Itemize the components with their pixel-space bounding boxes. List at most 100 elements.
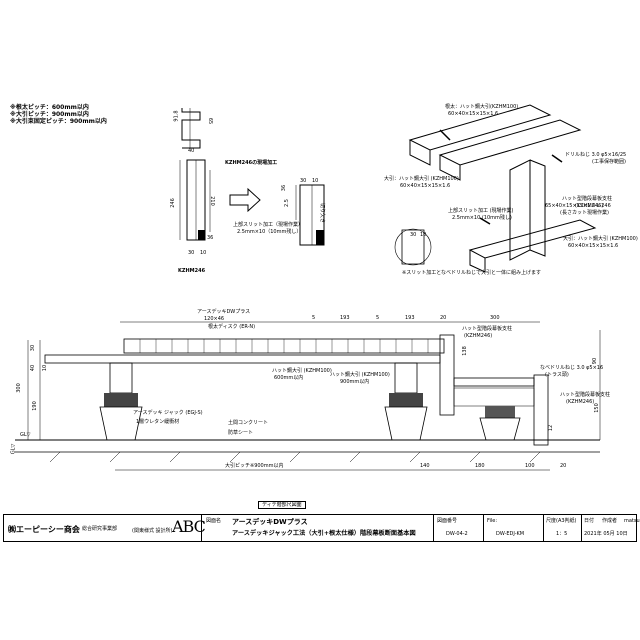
hat-spec2: (KZHM246) <box>566 399 595 405</box>
cut-label: 切り欠き <box>319 202 326 224</box>
jack-label: アースデッキ ジャック (EGJ-S) <box>133 410 203 416</box>
iso-bottom-label: 大引：ハット鋼大引 (KZHM100) <box>563 236 638 242</box>
iso-obiki-spec: 60×40×15×15×1.6 <box>400 183 451 189</box>
dim-label: 10 <box>420 232 427 238</box>
iso-hat-cut: (長さカット現場作業) <box>560 210 609 216</box>
note-line: ※大引ピッチ：900mm以内 <box>10 111 89 118</box>
dim-label: 36 <box>207 235 214 241</box>
sheet-label: 防草シート <box>228 430 254 436</box>
deck-slots <box>139 339 429 353</box>
company-logo: ABC <box>172 517 206 536</box>
dim-label: 100 <box>525 463 535 469</box>
section-drawing <box>15 321 601 471</box>
gl-vertical: GL▽ <box>10 443 17 455</box>
scale-tag: ディテ階部尺図面 <box>258 501 306 509</box>
hat-label2: ハット型階段幕板支柱 <box>560 392 611 398</box>
obiki-pitch2: 900mm以内 <box>340 379 370 385</box>
dim-label: 91.8 <box>173 110 180 122</box>
dim-label: 138 <box>461 346 468 356</box>
no-value: DW-04-2 <box>446 531 468 537</box>
iso-neda-spec: (KZHM100) <box>490 104 519 110</box>
profile-name: KZHM246 <box>178 268 206 274</box>
obiki-pitch: 600mm以内 <box>274 375 304 381</box>
scale-label: 尺度(A3判紙) <box>546 518 577 524</box>
dim-label: 36 <box>281 184 288 192</box>
title-name-cell: 図面名 アースデッキDWプラス アースデッキジャック工法（大引+根太仕様）階段幕… <box>201 515 433 541</box>
dim-label: 5 <box>312 315 316 321</box>
title-date-cell: 日付 作成者 matsu 2021年 05月 10日 <box>581 515 640 541</box>
dim-label: 246 <box>169 198 176 208</box>
no-label: 図面番号 <box>437 518 458 524</box>
company-sub2: (関東様式 設計所) <box>132 528 173 534</box>
dim-label: 30 <box>30 344 37 352</box>
dim-label: 40 <box>188 148 195 154</box>
dim-label: 90 <box>592 357 599 365</box>
dim-label: 10 <box>42 364 49 372</box>
dim-label: 2.5 <box>283 199 290 207</box>
company-sub: 総合研究事業部 <box>82 526 118 532</box>
iso-bottom-spec: 60×40×15×15×1.6 <box>568 243 619 249</box>
concrete-label: 土間コンクリート <box>228 420 269 426</box>
drawing-name-1: アースデッキDWプラス <box>232 518 308 526</box>
iso-detail-circle <box>401 229 425 265</box>
dim-label: 190 <box>31 401 38 411</box>
deck-spec: 120×46 <box>204 316 225 322</box>
date-value: 2021年 05月 10日 <box>584 531 628 537</box>
note-line: ※根太ピッチ：600mm以内 <box>10 104 89 111</box>
iso-screw-label: ドリルねじ 3.0 φ5×16/25 <box>565 152 627 158</box>
author-value: matsu <box>624 518 640 524</box>
note-line: ※大引束固定ピッチ：900mm以内 <box>10 118 107 125</box>
arrow-icon <box>229 187 261 213</box>
dim-label: 210 <box>208 196 215 206</box>
dim-label: 10 <box>200 250 207 256</box>
dim-label: 20 <box>440 315 447 321</box>
column-notch <box>198 230 205 240</box>
pad-label: 1層ウレタン緩衝材 <box>136 419 180 425</box>
iso-neda-dims: 60×40×15×15×1.6 <box>448 111 499 117</box>
pitch-label: 大引ピッチ※900mm以内 <box>225 463 284 469</box>
notes-block: ※根太ピッチ：600mm以内 ※大引ピッチ：900mm以内 ※大引束固定ピッチ：… <box>10 104 107 125</box>
slit-label: 上部スリット加工（現場作業） <box>233 222 304 228</box>
author-label: 作成者 <box>602 518 618 524</box>
stair-column <box>439 334 455 416</box>
iso-footer: ※スリット加工となべドリルねじで大引と一体に組み上げます <box>402 270 542 276</box>
dim-label: 30 <box>410 232 417 238</box>
iso-screw-spec: (工事保存範囲) <box>592 159 626 165</box>
name-label: 図面名 <box>206 518 222 524</box>
dim-label: 5 <box>376 315 380 321</box>
iso-neda-label: 根太：ハット鋼大引 <box>445 104 491 110</box>
scale-value: 1：5 <box>556 531 568 537</box>
deck-label: アースデッキDWプラス <box>197 309 251 315</box>
dim-label: 20 <box>560 463 567 469</box>
iso-slit-label: 上部スリット加工 (現場作業) <box>448 208 514 214</box>
obiki-label2: ハット鋼大引 (KZHM100) <box>330 372 390 378</box>
dim-label: 150 <box>593 403 600 413</box>
iso-obiki-label: 大引：ハット鋼大引 (KZHM100) <box>384 176 459 182</box>
hat-spec: (KZHM246) <box>464 333 493 339</box>
dim-label: 193 <box>340 315 350 321</box>
jack-mid <box>389 393 423 407</box>
iso-hat-spec: (KZHM246) <box>575 203 604 209</box>
hat-profile-small <box>181 108 201 149</box>
title-block: ㈱エーピーシー商会 総合研究事業部 (関東様式 設計所) ABC 図面名 アース… <box>3 514 640 542</box>
hat-label: ハット型階段幕板支柱 <box>462 326 513 332</box>
obiki-beam <box>44 354 441 364</box>
dim-label: 300 <box>15 383 22 393</box>
dim-label: 140 <box>420 463 430 469</box>
iso-hat-label: ハット型階段幕板支柱 <box>562 196 613 202</box>
obiki-label: ハット鋼大引 (KZHM100) <box>272 368 332 374</box>
file-label: File: <box>487 518 498 524</box>
file-value: DW-EDJ-KM <box>496 531 525 537</box>
title-file-cell: File: DW-EDJ-KM <box>483 515 543 541</box>
neda-label: 根太ディスク (ER-N) <box>208 324 256 330</box>
drawing-name-2: アースデッキジャック工法（大引+根太仕様）階段幕板断面基本図 <box>232 530 416 537</box>
gl-label: GL▽ <box>20 432 31 438</box>
dim-label: 300 <box>490 315 500 321</box>
profile-drawing <box>179 108 325 246</box>
iso-hat-dims: 65×40×15×15×1.6 L-246 <box>545 203 611 209</box>
iso-drawing <box>394 104 597 273</box>
company-name: ㈱エーピーシー商会 <box>8 525 80 534</box>
dim-label: 65 <box>207 117 214 125</box>
dim-label: 193 <box>405 315 415 321</box>
screw-label: なべドリルねじ 3.0 φ5×16 <box>540 365 604 371</box>
